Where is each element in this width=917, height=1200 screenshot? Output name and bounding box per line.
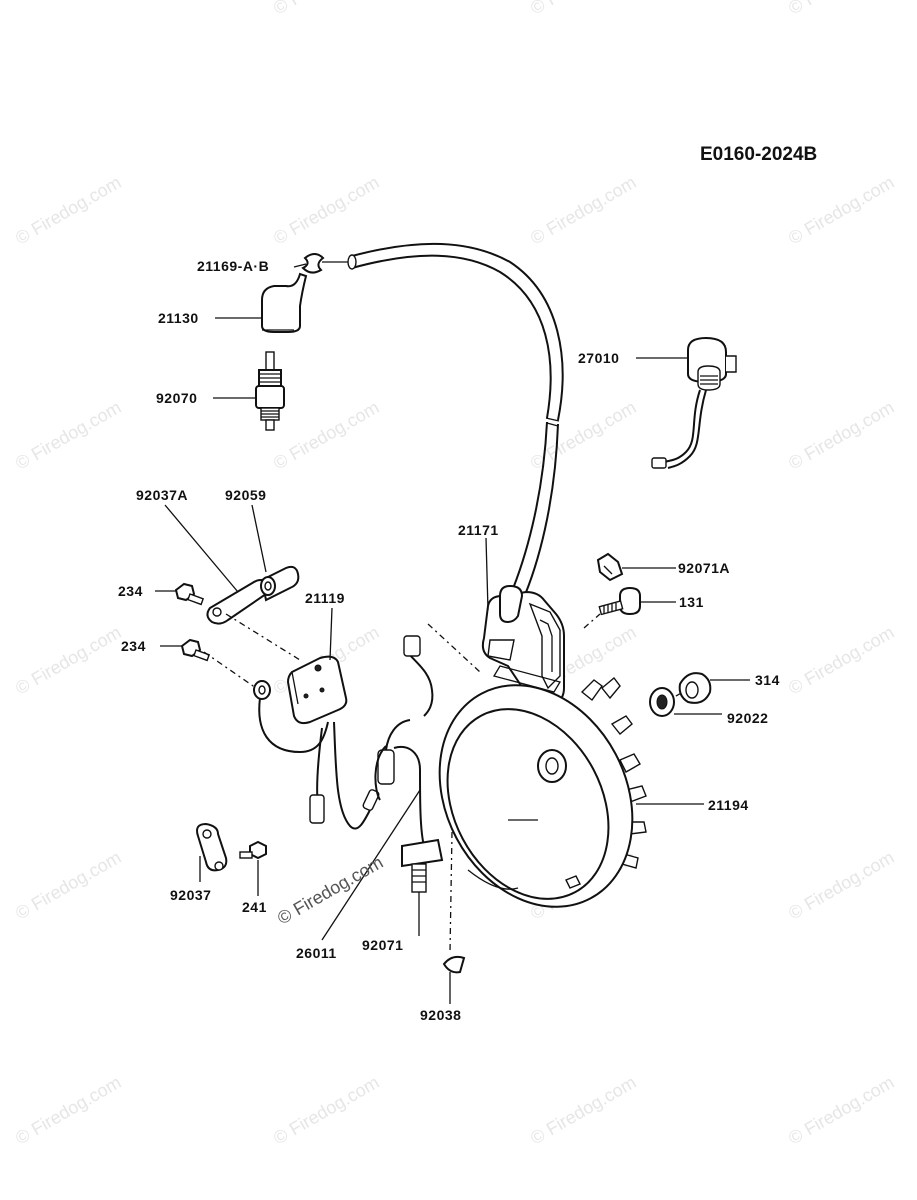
diagram-code: E0160-2024B (700, 144, 817, 165)
label-92038: 92038 (420, 1007, 461, 1023)
watermark: © Firedog.com (785, 0, 897, 18)
washer (649, 687, 675, 717)
label-92070: 92070 (156, 390, 197, 406)
label-131: 131 (679, 594, 704, 610)
watermark: © Firedog.com (785, 1072, 897, 1148)
igniter-unit (253, 655, 380, 830)
label-26011: 26011 (296, 945, 337, 961)
flywheel-nut (678, 672, 712, 704)
label-21194: 21194 (708, 797, 749, 813)
small-bolt (239, 840, 267, 860)
label-27010: 27010 (578, 350, 619, 366)
label-92071a: 92071A (678, 560, 730, 576)
bolt-lower (180, 638, 211, 662)
label-92037: 92037 (170, 887, 211, 903)
label-92071: 92071 (362, 937, 403, 953)
ground-terminal (401, 838, 444, 893)
coil-bolt (598, 586, 641, 616)
stopper-arm (196, 822, 228, 872)
stopper-plate (206, 579, 270, 625)
stop-switch (651, 336, 737, 469)
watermark: © Firedog.com (270, 0, 382, 18)
leader-lines (155, 263, 750, 1004)
ht-cable (347, 242, 564, 603)
spring-clip (301, 253, 348, 274)
part-labels: 21169-A·B 21130 92070 27010 92037A 92059… (118, 258, 780, 1023)
label-234-upper: 234 (118, 583, 143, 599)
watermark: © Firedog.com (785, 847, 897, 923)
spark-plug (255, 351, 285, 431)
connector-wire (374, 635, 434, 847)
watermark: © Firedog.com (785, 397, 897, 473)
label-314: 314 (755, 672, 780, 688)
watermark: © Firedog.com (270, 1072, 382, 1148)
collar (260, 565, 300, 602)
label-92059: 92059 (225, 487, 266, 503)
watermark: © Firedog.com (12, 847, 124, 923)
label-21119: 21119 (305, 590, 345, 606)
watermark: © Firedog.com (12, 622, 124, 698)
label-234-lower: 234 (121, 638, 146, 654)
bolt-upper (174, 582, 205, 606)
watermark: © Firedog.com (785, 172, 897, 248)
watermark: © Firedog.com (527, 0, 639, 18)
watermark-grid: © Firedog.com © Firedog.com © Firedog.co… (12, 0, 897, 1148)
watermark: © Firedog.com (270, 172, 382, 248)
watermark: © Firedog.com (527, 1072, 639, 1148)
flywheel (438, 665, 647, 908)
watermark: © Firedog.com (527, 172, 639, 248)
watermark: © Firedog.com (785, 622, 897, 698)
plug-cap (261, 272, 308, 333)
watermark: © Firedog.com (12, 172, 124, 248)
woodruff-key (442, 955, 466, 974)
watermark: © Firedog.com (12, 397, 124, 473)
label-92037a: 92037A (136, 487, 188, 503)
watermark-center: © Firedog.com (274, 852, 386, 928)
label-241: 241 (242, 899, 267, 915)
watermark: © Firedog.com (12, 1072, 124, 1148)
watermark: © Firedog.com (270, 397, 382, 473)
label-92022: 92022 (727, 710, 768, 726)
label-21171: 21171 (458, 522, 499, 538)
label-21169: 21169-A·B (197, 258, 269, 274)
ring-terminal (596, 552, 624, 582)
label-21130: 21130 (158, 310, 199, 326)
